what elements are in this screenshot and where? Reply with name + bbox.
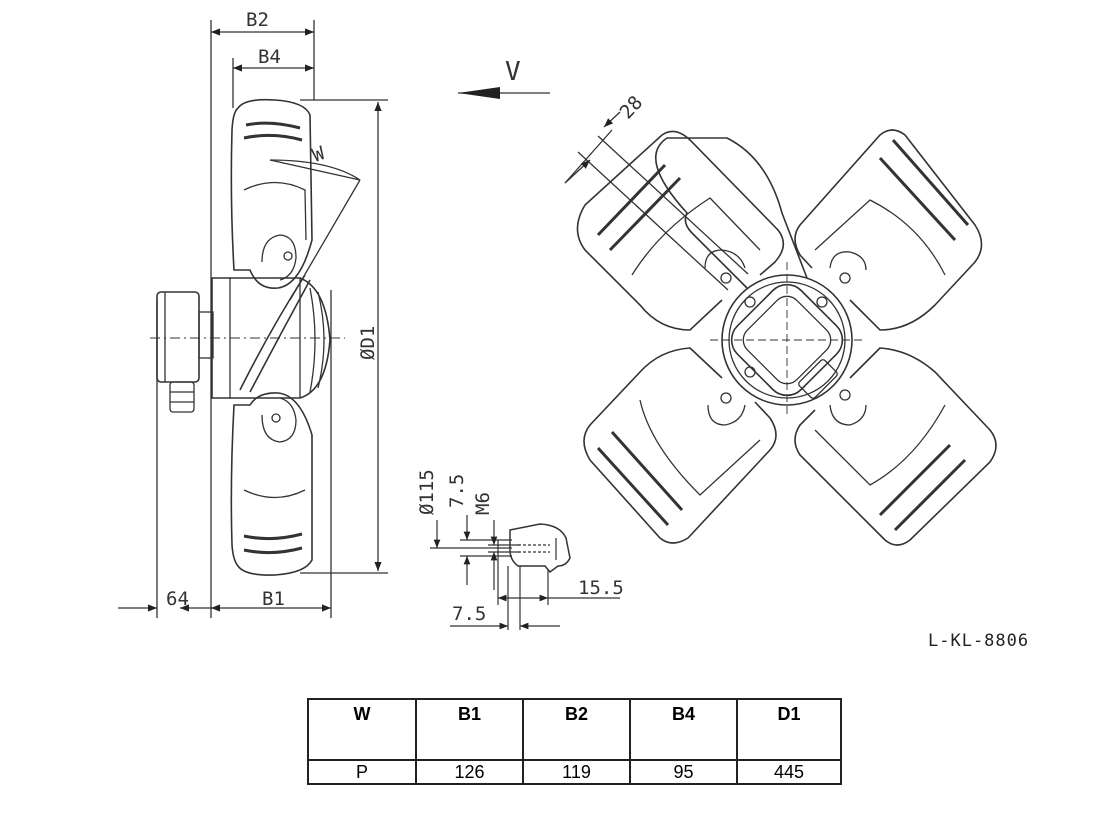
- table-header-cell: W: [307, 698, 416, 761]
- side-view: [118, 20, 388, 618]
- label-15-5: 15.5: [578, 577, 624, 599]
- table-cell: 95: [629, 760, 737, 785]
- table-header-cell: B2: [522, 698, 630, 761]
- label-b2: B2: [246, 9, 269, 31]
- label-m6: M6: [472, 492, 494, 515]
- table-cell: 445: [736, 760, 842, 785]
- label-7-5-horizontal: 7.5: [452, 603, 486, 625]
- table-header-cell: B1: [415, 698, 523, 761]
- dimension-table: W B1 B2 B4 D1 P 126 119 95 445: [307, 698, 842, 785]
- table-header-cell: B4: [629, 698, 737, 761]
- label-b4: B4: [258, 46, 281, 68]
- label-7-5-vertical: 7.5: [446, 474, 468, 508]
- table-row: P 126 119 95 445: [307, 760, 842, 785]
- label-d1: ØD1: [357, 326, 379, 360]
- label-v: V: [505, 57, 521, 87]
- front-view: [458, 87, 997, 546]
- label-64: 64: [166, 588, 189, 610]
- drawing-id: L-KL-8806: [928, 631, 1030, 651]
- label-d115: Ø115: [416, 469, 438, 515]
- table-cell: 119: [522, 760, 630, 785]
- table-header-row: W B1 B2 B4 D1: [307, 698, 842, 761]
- table-header-cell: D1: [736, 698, 842, 761]
- table-cell: 126: [415, 760, 523, 785]
- detail-view: [430, 515, 620, 630]
- label-28: 28: [616, 92, 648, 124]
- table-cell: P: [307, 760, 416, 785]
- label-b1: B1: [262, 588, 285, 610]
